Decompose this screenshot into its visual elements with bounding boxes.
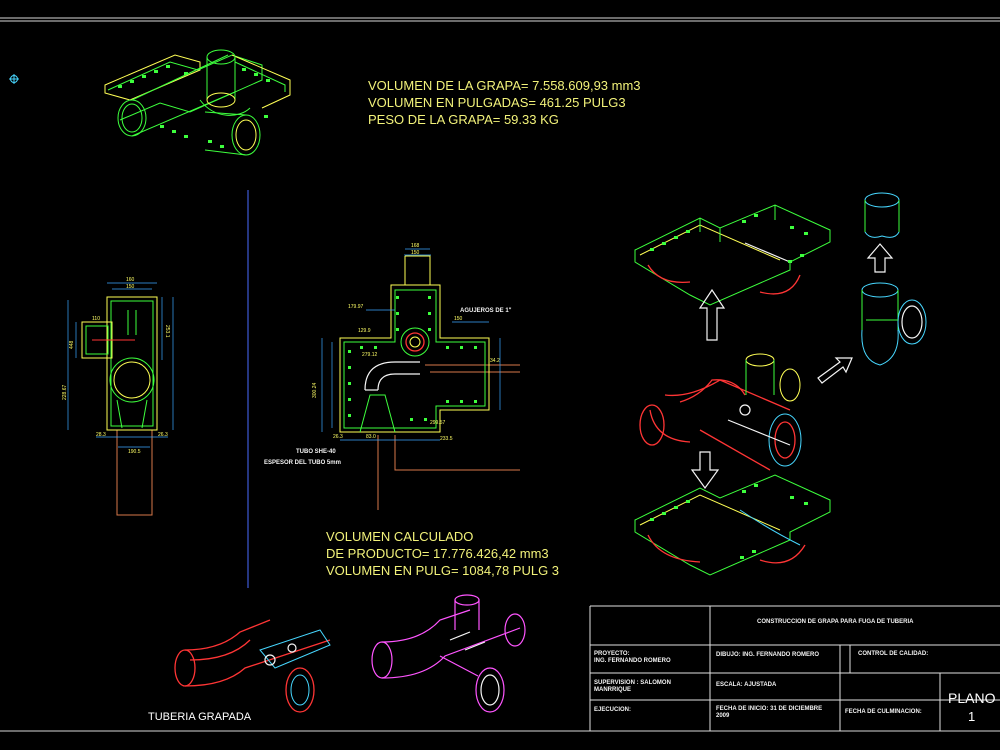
tb-proyecto-label: PROYECTO:: [594, 651, 630, 657]
exploded-pipe-stub: [864, 192, 900, 238]
label-tuberia-grapada: TUBERIA GRAPADA: [148, 711, 252, 723]
tb-dibujo: DIBUJO: ING. FERNANDO ROMERO: [716, 652, 819, 658]
dim-center-83: 83.0: [366, 434, 376, 440]
dim-center-299: 299.57: [430, 420, 446, 426]
arrow-up-small-icon: [866, 243, 894, 273]
dim-center-150b: 150: [454, 316, 463, 322]
pipe-clamped-red: [174, 619, 331, 713]
dim-left-190: 190.5: [128, 449, 141, 455]
tb-fecha-inicio-year: 2009: [716, 713, 730, 719]
center-plan-view: 168 150 179.97 129.9 300.24 279.12 150 3…: [312, 243, 520, 510]
tb-ejecucion: EJECUCION:: [594, 707, 631, 713]
dim-center-34: 34.2: [490, 358, 500, 364]
note-volumen-pulgadas: VOLUMEN EN PULGADAS= 461.25 PULG3: [368, 95, 626, 110]
exploded-upper-clamp: [634, 204, 831, 306]
title-block: [589, 605, 1000, 731]
dim-left-228: 228.67: [62, 384, 68, 400]
arrow-up-icon: [698, 288, 726, 341]
tb-supervision-value: MANRRIQUE: [594, 687, 631, 693]
label-tubo: TUBO SHE-40: [296, 449, 336, 455]
dim-center-129: 129.9: [358, 328, 371, 334]
dim-left-26: 26.3: [158, 432, 168, 438]
tb-control: CONTROL DE CALIDAD:: [858, 651, 928, 657]
dim-left-110: 110: [92, 316, 100, 322]
tb-proyecto-value: ING. FERNANDO ROMERO: [594, 658, 671, 664]
dim-left-448: 448: [69, 340, 75, 349]
dim-center-168: 168: [411, 243, 420, 249]
dim-left-253: 253.1: [164, 325, 170, 338]
tb-supervision-label: SUPERVISION : SALOMON: [594, 680, 671, 686]
label-espesor: ESPESOR DEL TUBO 5mm: [264, 460, 341, 466]
note-volumen-grapa: VOLUMEN DE LA GRAPA= 7.558.609,93 mm3: [368, 78, 641, 93]
dim-center-150: 150: [411, 250, 420, 256]
tb-plano-label: PLANO: [948, 690, 996, 706]
arrow-diagonal-icon: [817, 357, 853, 384]
note-peso-grapa: PESO DE LA GRAPA= 59.33 KG: [368, 112, 559, 127]
tb-plano-number: 1: [968, 709, 975, 724]
tb-fecha-culminacion: FECHA DE CULMINACION:: [845, 709, 922, 715]
left-elevation-view: 160 150 110 448 253.1 228.67 28.3 190.5 …: [62, 277, 174, 516]
ucs-icon: [9, 74, 19, 84]
dim-center-233: 233.5: [440, 436, 453, 442]
exploded-lower-clamp: [634, 474, 831, 576]
dim-left-28: 28.3: [96, 432, 106, 438]
dim-center-300: 300.24: [312, 382, 318, 398]
dim-left-150: 150: [126, 284, 135, 290]
title-block-title: CONSTRUCCION DE GRAPA PARA FUGA DE TUBER…: [757, 619, 914, 625]
note-volumen-calculado: VOLUMEN CALCULADO: [326, 529, 473, 544]
exploded-pipe-assembly: [639, 353, 802, 471]
dim-center-26: 26.3: [333, 434, 343, 440]
arrow-down-icon: [690, 451, 720, 490]
exploded-tee-part: [861, 282, 927, 366]
dim-center-179: 179.97: [348, 304, 364, 310]
dim-center-279: 279.12: [362, 352, 378, 358]
label-agujeros: AGUJEROS DE 1": [460, 308, 512, 314]
isometric-clamp-top-left: [104, 49, 291, 156]
tb-fecha-inicio: FECHA DE INICIO: 31 DE DICIEMBRE: [716, 706, 822, 712]
dim-left-160: 160: [126, 277, 135, 283]
tb-escala: ESCALA: AJUSTADA: [716, 682, 777, 688]
pipe-assembly-magenta: [371, 594, 526, 713]
note-de-producto: DE PRODUCTO= 17.776.426,42 mm3: [326, 546, 549, 561]
note-volumen-pulg: VOLUMEN EN PULG= 1084,78 PULG 3: [326, 563, 559, 578]
